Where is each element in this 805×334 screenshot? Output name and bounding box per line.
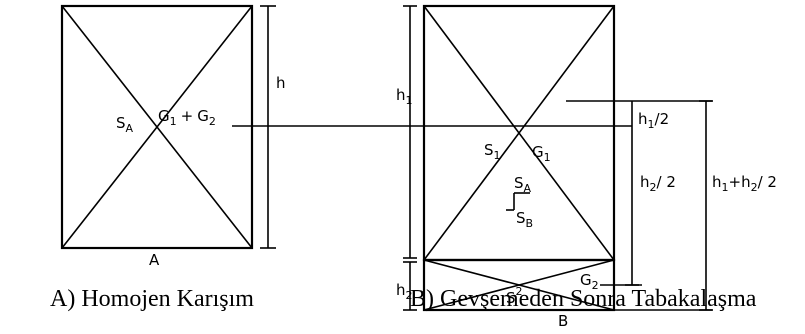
panel-b-g1-label: G1 (532, 143, 551, 164)
dim-total-label: h1+h2/ 2 (712, 173, 777, 194)
caption-b: B) Gevşemeden Sonra Tabakalaşma (410, 286, 757, 312)
panel-b-h1-label: h1 (396, 86, 413, 107)
panel-a-center-s: SA (116, 114, 134, 135)
panel-b-h2-label: h2 (396, 281, 413, 302)
panel-a-box (60, 4, 254, 250)
panel-b-upper-diagonal-2 (423, 5, 615, 261)
panel-b-s2-label: S2 (506, 285, 523, 307)
panel-a: h A SA G1+G2 (60, 4, 286, 269)
caption-a: A) Homojen Karışım (50, 286, 254, 312)
panel-a-diagonal-2 (61, 5, 253, 249)
panel-b-sa-label: SA (514, 174, 532, 195)
panel-a-bottom-label: A (149, 251, 160, 269)
panel-b-lower-diagonal-2 (423, 259, 615, 311)
panel-b-s1-label: S1 (484, 141, 501, 162)
panel-a-g1-plus-g2: G1+G2 (158, 107, 216, 128)
panel-b-sb-label: SB (516, 209, 533, 230)
panel-b-bottom-label: B (558, 312, 568, 330)
panel-b: h1 h2 S1 G1 SA SB S2 G2 B h1/2 h2/ 2 (396, 4, 777, 330)
panel-a-height-label: h (276, 74, 286, 92)
dim-h1-half-label: h1/2 (638, 110, 669, 131)
dim-h2-half-label: h2/ 2 (640, 173, 676, 194)
panel-b-g2-label: G2 (580, 271, 599, 292)
